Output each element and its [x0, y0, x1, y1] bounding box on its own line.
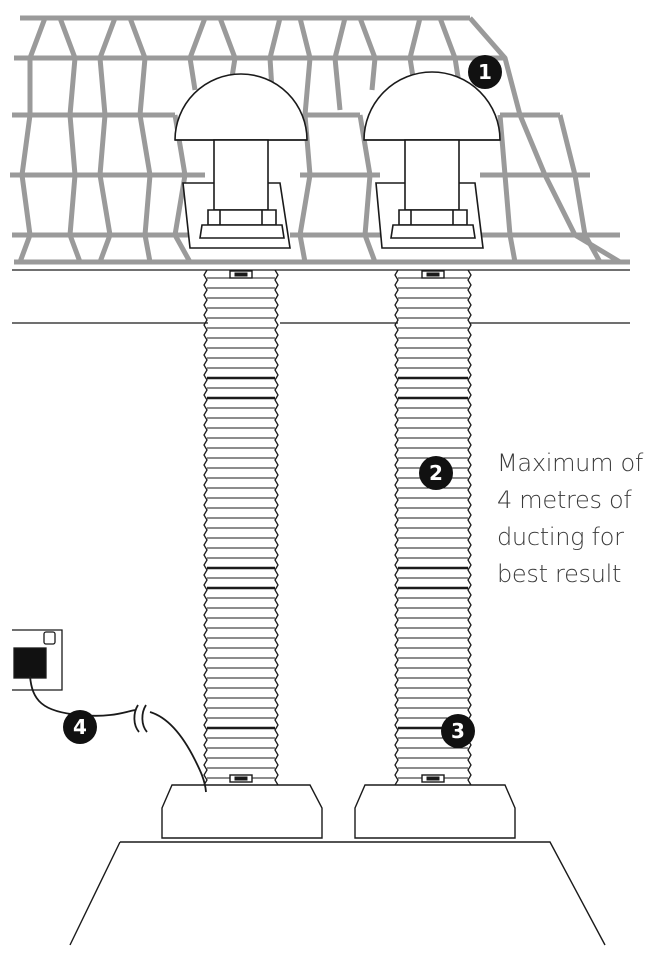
ducting-note-line-4: best result	[497, 560, 622, 588]
fan-housings	[69, 784, 606, 946]
callout-2-badge	[419, 456, 453, 490]
roof-vent-left	[174, 73, 308, 249]
ducting-note: Maximum of 4 metres of ducting for best …	[497, 445, 657, 593]
callout-4-number: 4	[73, 715, 87, 739]
ceiling-lines	[12, 269, 630, 324]
power-switch	[12, 629, 63, 691]
callout-3-badge	[441, 714, 475, 748]
duct-wall	[394, 269, 399, 786]
duct-wall	[467, 269, 472, 786]
duct-right	[394, 269, 472, 786]
callout-1: 1	[468, 55, 502, 89]
callout-4-badge	[63, 710, 97, 744]
callout-2: 2	[419, 456, 453, 490]
duct-connector-slot	[426, 272, 440, 277]
duct-connector-slot	[234, 272, 248, 277]
callout-1-number: 1	[478, 60, 492, 84]
duct-wall	[203, 269, 208, 786]
duct-connector-slot	[426, 776, 440, 781]
roof-tiles	[10, 15, 630, 265]
callout-3: 3	[441, 714, 475, 748]
duct-left	[203, 269, 279, 786]
callout-2-number: 2	[429, 461, 443, 485]
duct-connector-slot	[234, 776, 248, 781]
duct-wall	[274, 269, 279, 786]
ducting-note-line-1: Maximum of	[497, 449, 644, 477]
roof-vent-right	[363, 71, 501, 249]
callout-3-number: 3	[451, 719, 465, 743]
callout-4: 4	[63, 710, 97, 744]
callout-1-badge	[468, 55, 502, 89]
ducting-note-line-2: 4 metres of	[497, 486, 632, 514]
power-cable	[29, 675, 207, 793]
ducting-note-line-3: ducting for	[497, 523, 624, 551]
